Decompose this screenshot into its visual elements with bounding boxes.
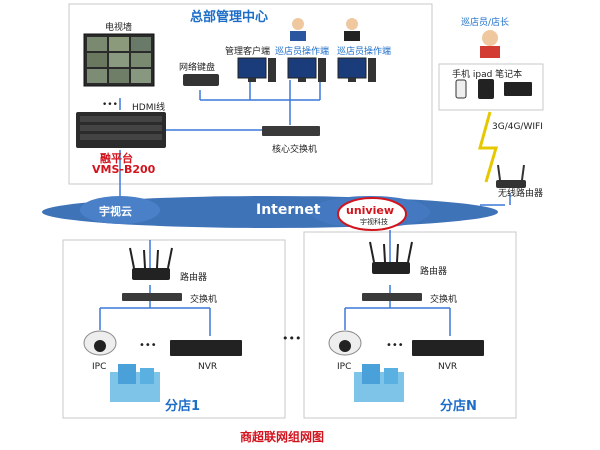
keyboard-icon [183,74,219,86]
operator-person-icon-2 [344,18,360,41]
keyboard-label: 网络键盘 [179,63,216,73]
internet-label: Internet [256,202,321,218]
manager-person-icon [480,30,500,58]
pc-icon-3 [337,57,376,82]
branchN-router-icon [369,241,413,274]
branchN-nvr-icon [412,340,484,356]
branchN-router-label: 路由器 [420,267,448,277]
core-switch-label: 核心交换机 [272,145,318,155]
operator1-label: 巡店员操作端 [275,47,330,57]
mgmt-client-label: 管理客户端 [225,47,271,57]
cloud-label: 宇视云 [99,205,132,218]
uniview-logo-sub: 宇视科技 [360,218,388,226]
branch1-router-label: 路由器 [180,273,208,283]
core-switch-icon [262,126,320,136]
branch1-switch-label: 交换机 [190,295,218,305]
hdmi-label: HDMI线 [132,103,166,113]
branch1-store-icon [110,364,160,402]
laptop-icon [504,82,532,96]
wireless-bolt-icon [478,111,499,183]
branch1-name: 分店1 [165,399,201,414]
vms-server-icon [76,112,166,148]
branchN-switch-label: 交换机 [430,295,458,305]
branch1-ipc-label: IPC [92,362,107,372]
wireless-router-label: 无线路由器 [498,189,544,199]
operator-person-icon-1 [290,18,306,41]
branchN-frame [303,231,517,419]
mobile-role-label: 巡店员/店长 [461,18,510,28]
ipad-icon [478,79,494,99]
tv-wall-label: 电视墙 [105,23,133,33]
mobile-devices-label: 手机 ipad 笔记本 [452,70,523,80]
branch1-router-icon [129,247,173,280]
branchN-ipc-icon [328,330,362,356]
branchN-nvr-label: NVR [438,362,458,372]
phone-icon [455,79,467,99]
branchN-store-icon [354,364,404,402]
platform-model: VMS-B200 [92,163,156,176]
branchN-name: 分店N [440,399,477,414]
tv-wall-icon [83,33,155,87]
hdmi-dots: ••• [102,100,118,110]
between-branches-ellipsis: ••• [282,332,302,345]
operator2-label: 巡店员操作端 [337,47,392,57]
pc-icon-2 [287,57,326,82]
uniview-logo-text: uniview [346,204,394,217]
branch1-ellipsis: ••• [139,340,157,351]
branchN-switch-icon [362,293,422,301]
branch1-nvr-icon [170,340,242,356]
wireless-router-icon [496,164,526,188]
branchN-ipc-label: IPC [337,362,352,372]
link-label: 3G/4G/WIFI [492,122,543,132]
branch1-frame [62,239,286,419]
branchN-ellipsis: ••• [386,340,404,351]
platform-name: 融平台 [100,152,133,165]
diagram-caption: 商超联网组网图 [240,430,325,444]
branch1-nvr-label: NVR [198,362,218,372]
branch1-ipc-icon [83,330,117,356]
uniview-logo [337,197,407,231]
hq-title: 总部管理中心 [190,10,269,25]
pc-icon-1 [237,57,276,82]
branch1-switch-icon [122,293,182,301]
